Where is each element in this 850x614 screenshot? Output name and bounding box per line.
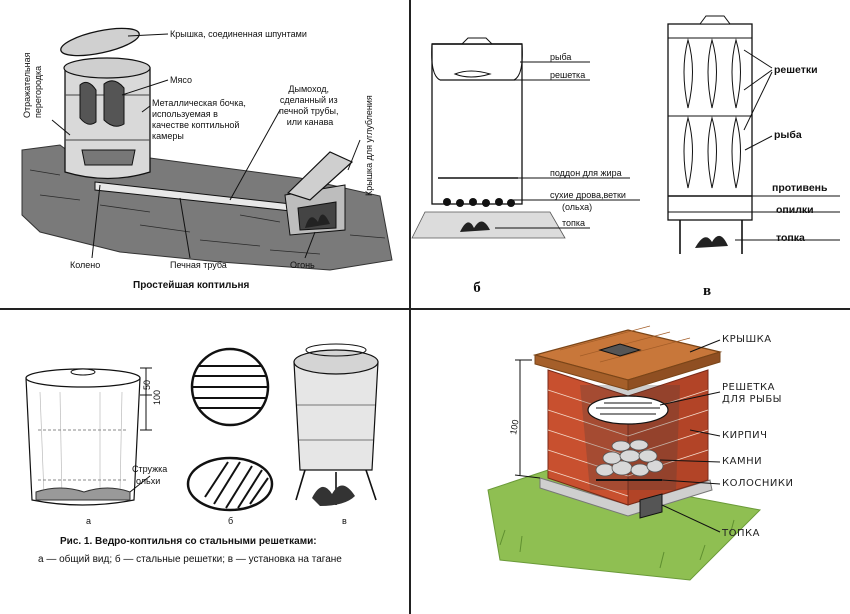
grate-label: решетка <box>550 70 585 80</box>
bucket-a <box>25 367 152 506</box>
panel1-caption: Простейшая коптильня <box>133 280 250 291</box>
panel-bucket-smoker-b: рыба решетка поддон для жира сухие дрова… <box>411 37 640 296</box>
stones-label: КАМНИ <box>722 456 762 467</box>
leader-lines <box>51 33 361 259</box>
fig-caption-title: Рис. 1. Ведро-коптильня со стальными реш… <box>60 536 317 547</box>
fire-pit <box>284 151 354 236</box>
fish-grate-label: РЕШЕТКА ДЛЯ РЫБЫ <box>722 382 782 405</box>
leader-lines-brick <box>659 339 721 533</box>
bucket-body <box>431 43 523 205</box>
barrel-label: Металлическая бочка, используемая в каче… <box>152 98 248 141</box>
firebox-label: топка <box>562 218 585 228</box>
pan-label: противень <box>772 182 828 194</box>
panel-brick-smokehouse: 100 КРЫШКА РЕШЕТКА ДЛЯ РЫБЫ КИРПИЧ КАМНИ… <box>487 325 793 581</box>
lid-label: Крышка, соединенная шпунтами <box>170 29 307 39</box>
tray-label: поддон для жира <box>550 168 622 178</box>
panel-simple-smokehouse: Крышка, соединенная шпунтами Мясо Металл… <box>21 27 393 291</box>
barrel-lid <box>60 27 140 57</box>
lid-label-brick: КРЫШКА <box>722 334 772 345</box>
height-label: 100 <box>508 419 520 436</box>
hanging-fish <box>683 38 741 189</box>
stones <box>595 439 664 477</box>
alder-chips <box>35 487 131 501</box>
fire-icon <box>312 485 355 506</box>
firebox-label-brick: ТОПКА <box>721 528 760 539</box>
steel-grate-top <box>190 347 270 427</box>
chimney-label: Дымоход, сделанный из печной трубы, или … <box>279 84 341 127</box>
meat-piece <box>103 80 125 127</box>
letter-v: в <box>703 283 711 299</box>
fire-label: Огонь <box>290 260 315 270</box>
panel-tall-smoker-v: решетки рыба противень опилки топка в <box>667 15 840 299</box>
leader-lines-b <box>495 61 640 229</box>
metal-barrel <box>63 57 151 180</box>
lid-handle <box>598 343 642 357</box>
panel-bucket-smoker-fig1: 50 100 Стружка ольхи <box>25 343 379 565</box>
letter-a: а <box>86 516 91 526</box>
letter-b-fig: б <box>228 516 233 526</box>
fig-caption-text: а — общий вид; б — стальные решетки; в —… <box>38 553 342 565</box>
firebox-label-v: топка <box>776 232 805 244</box>
firebox-door <box>639 493 663 519</box>
sawdust-label: опилки <box>776 204 814 216</box>
ground-texture <box>29 169 386 255</box>
fish-label-v: рыба <box>774 129 802 141</box>
fish-icon <box>453 70 492 78</box>
fire-icon <box>695 235 728 248</box>
ground-mound <box>411 211 566 239</box>
fish-label: рыба <box>550 52 571 62</box>
pit-lid-label: Крышка для углубления <box>364 95 374 196</box>
leader-lines-v <box>735 49 840 241</box>
meat-piece <box>79 81 97 125</box>
elbow-label: Колено <box>70 260 100 270</box>
fish-grate <box>587 395 669 425</box>
steel-grate-bottom <box>186 456 274 512</box>
grass <box>487 469 762 581</box>
wood-logs <box>443 198 515 207</box>
grates-label: решетки <box>774 64 818 76</box>
bucket-lid-handle <box>460 37 494 45</box>
dim-100: 100 <box>152 390 162 405</box>
letter-v-fig: в <box>342 516 347 526</box>
grass-blades <box>499 519 735 569</box>
pipe-label: Печная труба <box>170 260 227 270</box>
reflector-label: Отражательная перегородка <box>22 50 43 118</box>
letter-b: б <box>473 280 481 296</box>
pit-lid <box>286 151 354 201</box>
dim-50: 50 <box>142 380 152 390</box>
bucket-on-trivet <box>293 343 379 506</box>
reflector-plate <box>81 149 136 166</box>
fire-icon <box>460 221 490 232</box>
brick-label: КИРПИЧ <box>722 430 767 441</box>
grill-label: КОЛОСНИКИ <box>722 478 793 489</box>
meat-label: Мясо <box>170 75 192 85</box>
cabinet-handle <box>699 15 731 25</box>
wood-label: сухие дрова,ветки (ольха) <box>550 190 628 212</box>
chips-label: Стружка ольхи <box>132 464 170 486</box>
